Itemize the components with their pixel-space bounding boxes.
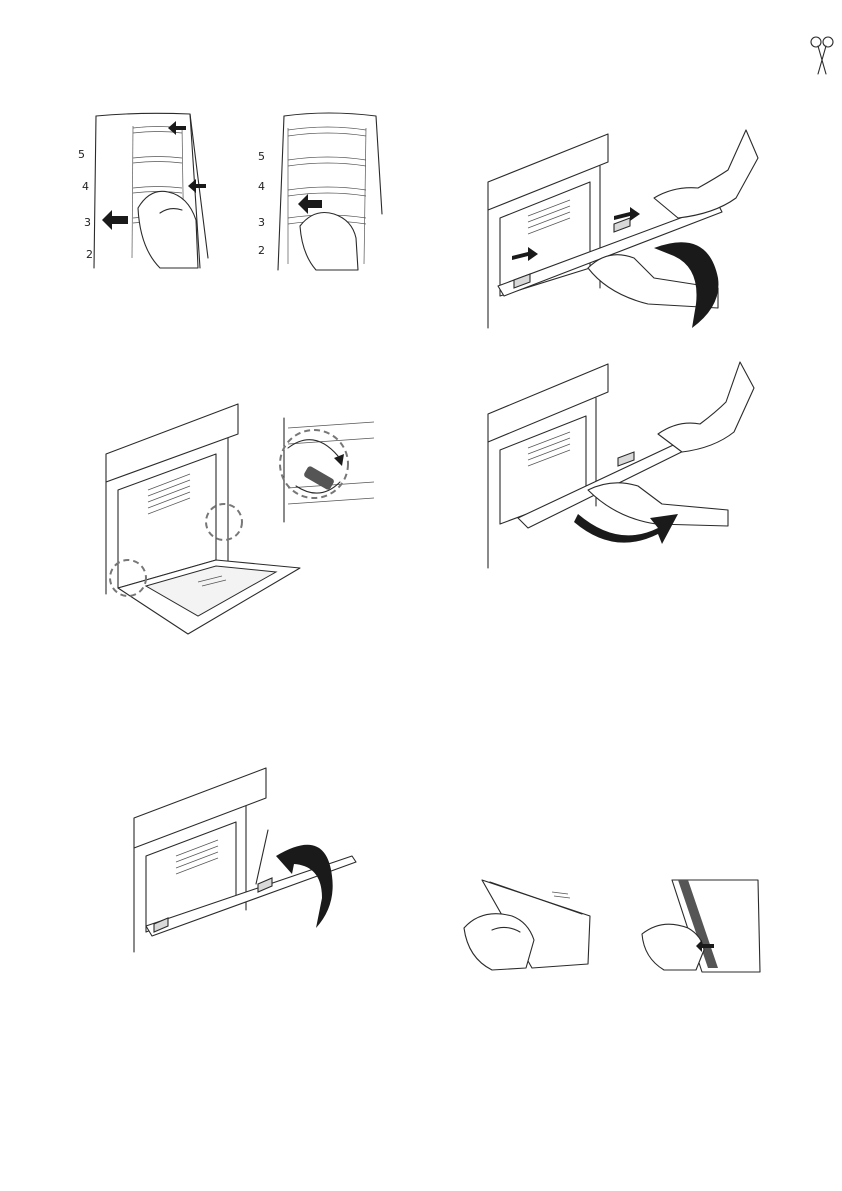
scissors-icon <box>808 36 836 81</box>
figure-door-close <box>126 766 366 966</box>
figure-shelf-rails-right: 5 4 3 2 <box>248 104 388 274</box>
shelf-number-2: 2 <box>86 248 93 261</box>
shelf-number-4: 4 <box>258 180 265 193</box>
shelf-number-3: 3 <box>258 216 265 229</box>
figure-shelf-rails-left: 5 4 3 2 <box>78 108 218 273</box>
shelf-number-2: 2 <box>258 244 265 257</box>
figure-glass-panel-right <box>632 878 762 978</box>
shelf-number-4: 4 <box>82 180 89 193</box>
shelf-number-5: 5 <box>78 148 85 161</box>
figure-door-rotate-down <box>478 358 758 572</box>
figure-glass-panel-left <box>462 878 592 978</box>
shelf-number-3: 3 <box>84 216 91 229</box>
figure-door-hinges <box>98 398 378 640</box>
shelf-number-5: 5 <box>258 150 265 163</box>
figure-door-lift-open <box>478 128 758 334</box>
